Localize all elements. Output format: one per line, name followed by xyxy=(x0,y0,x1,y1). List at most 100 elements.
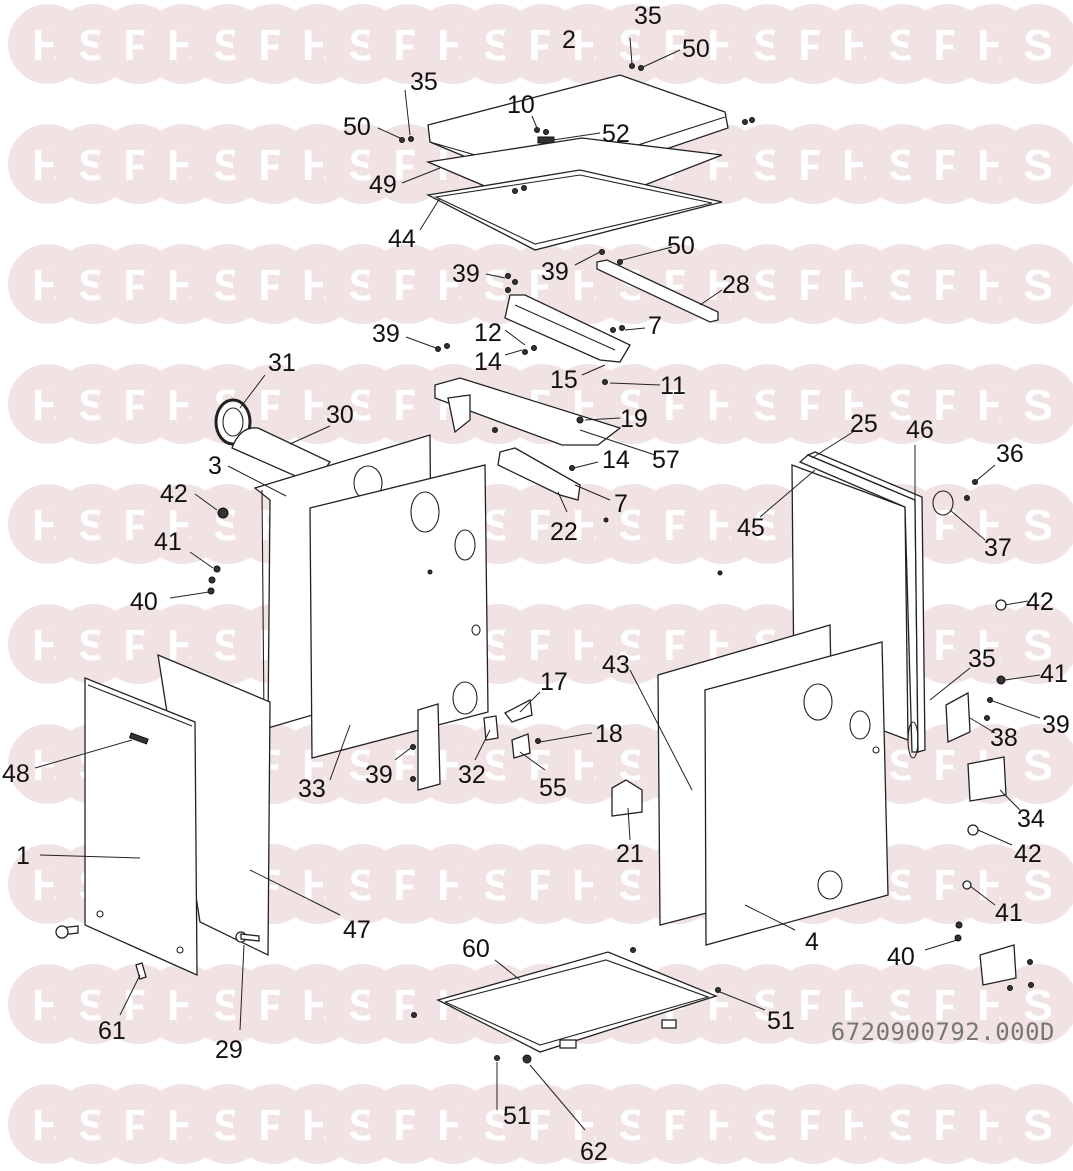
callout-14: 14 xyxy=(474,348,502,376)
callout-29: 29 xyxy=(215,1036,243,1064)
callout-39: 39 xyxy=(452,260,480,288)
watermark-letter: S xyxy=(1023,861,1052,910)
callout-42: 42 xyxy=(1014,840,1042,868)
callout-19: 19 xyxy=(620,405,648,433)
callout-2: 2 xyxy=(562,26,576,54)
watermark-letter: S xyxy=(1023,621,1052,670)
watermark-letter: S xyxy=(1023,381,1052,430)
callout-30: 30 xyxy=(326,401,354,429)
callout-52: 52 xyxy=(602,120,630,148)
callout-36: 36 xyxy=(996,440,1024,468)
watermark-circle xyxy=(998,1084,1073,1164)
callout-35: 35 xyxy=(634,2,662,30)
callout-25: 25 xyxy=(850,410,878,438)
callout-31: 31 xyxy=(268,349,296,377)
callout-12: 12 xyxy=(474,319,502,347)
callout-28: 28 xyxy=(722,271,750,299)
watermark-circle xyxy=(998,484,1073,564)
callout-50: 50 xyxy=(682,35,710,63)
callout-42: 42 xyxy=(160,480,188,508)
callout-51: 51 xyxy=(503,1102,531,1130)
callout-48: 48 xyxy=(2,760,30,788)
callout-7: 7 xyxy=(648,312,662,340)
callout-15: 15 xyxy=(550,366,578,394)
watermark-letter: S xyxy=(1023,261,1052,310)
watermark-circle xyxy=(998,724,1073,804)
callout-43: 43 xyxy=(602,651,630,679)
watermark-letter: S xyxy=(1023,741,1052,790)
callout-62: 62 xyxy=(580,1138,608,1166)
lower-frame xyxy=(434,377,622,501)
callout-14: 14 xyxy=(602,446,630,474)
callout-39: 39 xyxy=(372,320,400,348)
callout-45: 45 xyxy=(737,514,765,542)
watermark-circle xyxy=(998,4,1073,84)
cover-plate-upper xyxy=(945,691,971,743)
grommets xyxy=(217,507,1007,890)
callout-35: 35 xyxy=(410,68,438,96)
callout-42: 42 xyxy=(1026,588,1054,616)
callout-61: 61 xyxy=(98,1017,126,1045)
callout-35: 35 xyxy=(968,645,996,673)
upper-bracket xyxy=(504,294,631,363)
watermark-letter: S xyxy=(1023,501,1052,550)
callout-18: 18 xyxy=(595,720,623,748)
callout-21: 21 xyxy=(616,840,644,868)
callout-41: 41 xyxy=(1040,660,1068,688)
front-knobs xyxy=(55,925,260,980)
callout-33: 33 xyxy=(298,775,326,803)
leader-lines xyxy=(34,37,1041,1131)
callout-46: 46 xyxy=(906,416,934,444)
callout-50: 50 xyxy=(667,232,695,260)
callout-51: 51 xyxy=(767,1007,795,1035)
watermark-circle xyxy=(998,124,1073,204)
callout-44: 44 xyxy=(388,225,416,253)
callout-38: 38 xyxy=(990,724,1018,752)
callout-40: 40 xyxy=(130,588,158,616)
callout-37: 37 xyxy=(984,534,1012,562)
callout-39: 39 xyxy=(1042,711,1070,739)
watermark-letter: S xyxy=(1023,981,1052,1030)
watermark-letter: S xyxy=(1023,141,1052,190)
callout-7: 7 xyxy=(614,490,628,518)
cross-member xyxy=(596,259,719,323)
callout-10: 10 xyxy=(507,91,535,119)
drawing-number: 6720900792.000D xyxy=(830,1018,1055,1046)
callout-11: 11 xyxy=(660,372,686,400)
callout-39: 39 xyxy=(365,761,393,789)
callout-60: 60 xyxy=(462,935,490,963)
callout-34: 34 xyxy=(1017,805,1045,833)
watermark-letter: S xyxy=(1023,1101,1052,1150)
right-outer-panel xyxy=(704,641,889,946)
callout-1: 1 xyxy=(16,842,30,870)
callout-22: 22 xyxy=(550,518,578,546)
watermark-circle xyxy=(998,364,1073,444)
watermark-circle xyxy=(998,844,1073,924)
callout-4: 4 xyxy=(805,928,819,956)
callout-39: 39 xyxy=(541,258,569,286)
watermark-circle xyxy=(998,604,1073,684)
callout-3: 3 xyxy=(208,452,222,480)
callout-47: 47 xyxy=(343,916,371,944)
cover-plate-lower xyxy=(967,756,1007,802)
left-inner-panel xyxy=(309,464,489,759)
callout-41: 41 xyxy=(154,528,182,556)
watermark-letter: S xyxy=(1023,21,1052,70)
front-panel xyxy=(84,677,198,977)
callout-50: 50 xyxy=(343,113,371,141)
callout-57: 57 xyxy=(652,446,680,474)
watermark-circle xyxy=(998,244,1073,324)
callout-17: 17 xyxy=(540,668,568,696)
control-plate xyxy=(611,779,643,817)
watermark-circle xyxy=(998,964,1073,1044)
callout-49: 49 xyxy=(369,171,397,199)
callout-32: 32 xyxy=(458,761,486,789)
cover-plate-small xyxy=(979,944,1017,986)
screws xyxy=(207,63,1034,1064)
callout-41: 41 xyxy=(995,899,1023,927)
base-frame xyxy=(436,951,718,1053)
callout-40: 40 xyxy=(887,943,915,971)
